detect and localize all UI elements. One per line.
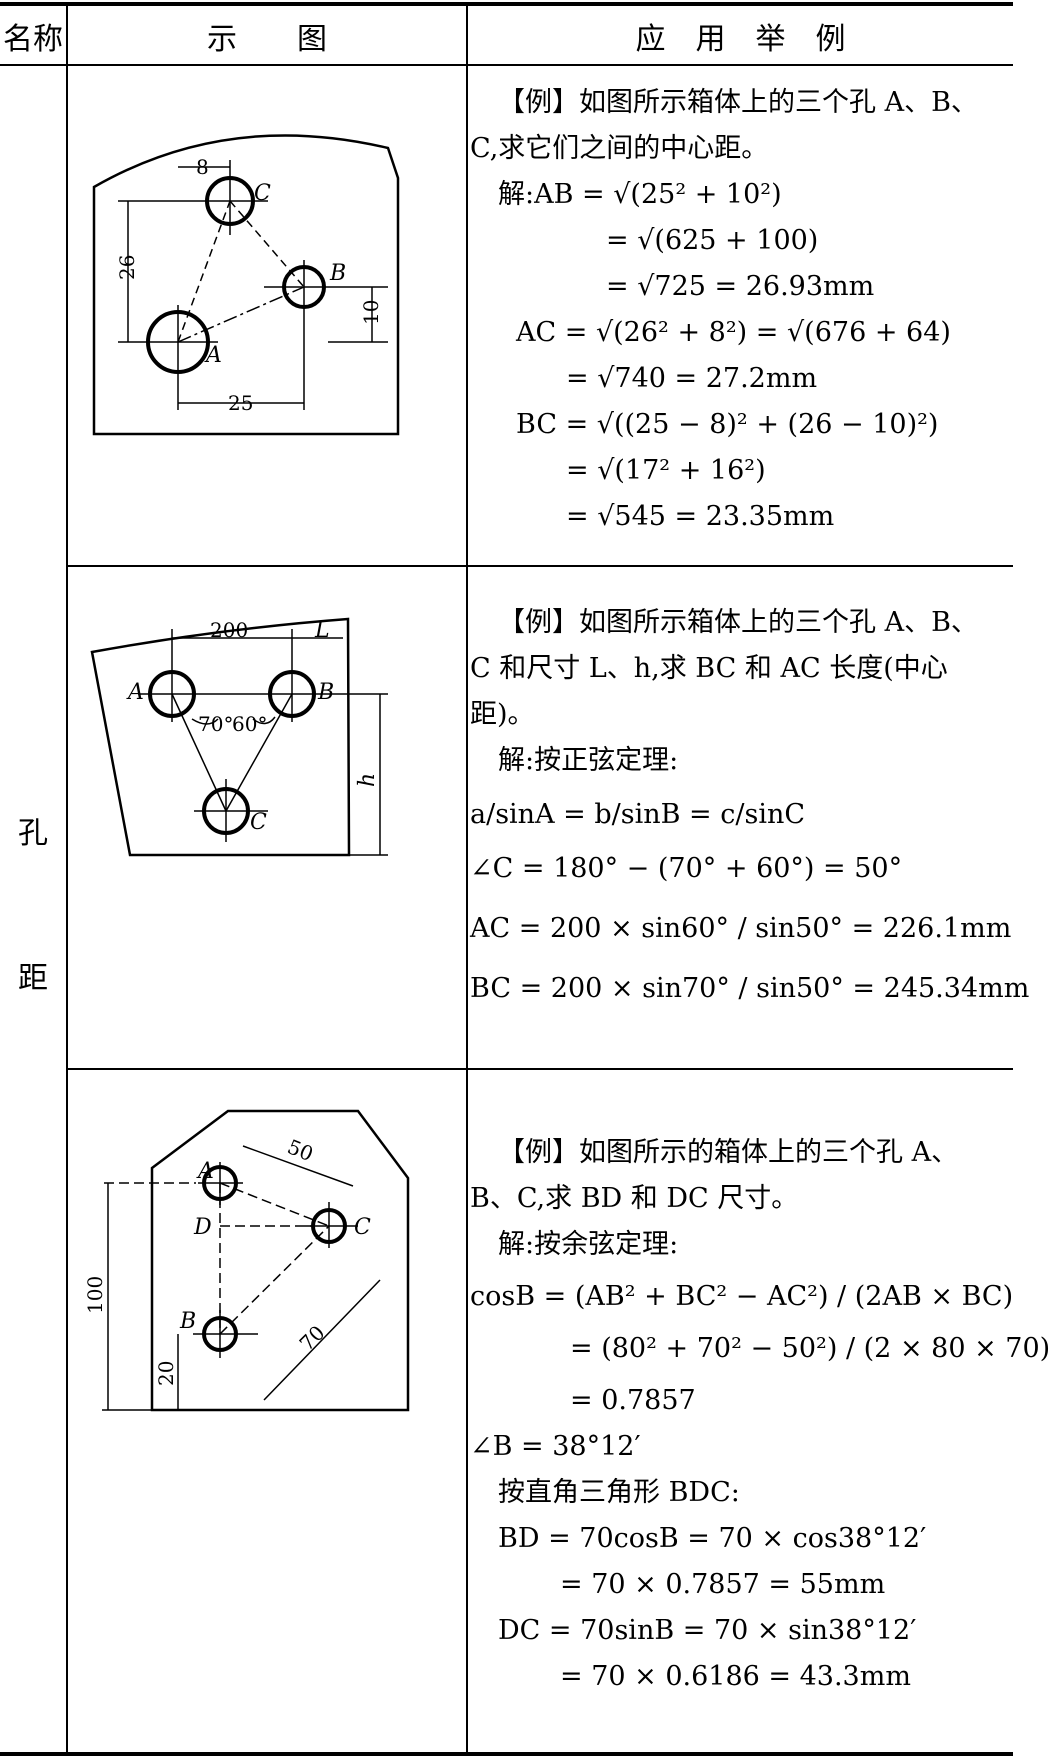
dim-20: 20 (154, 1361, 178, 1386)
label-d: D (193, 1215, 212, 1240)
row1-line: AC = √(26² + 8²) = √(676 + 64) (516, 317, 951, 348)
label-c: C (250, 810, 267, 835)
dim-h: h (355, 773, 380, 787)
row3-line: ∠B = 38°12′ (470, 1431, 641, 1462)
row1-diagram: C B A 8 25 26 10 (92, 134, 400, 436)
row3-line: = 70 × 0.7857 = 55mm (560, 1569, 886, 1600)
dim-25: 25 (228, 391, 253, 415)
row1-line: 【例】如图所示箱体上的三个孔 A、B、 (498, 87, 978, 118)
row3-line: 解:按余弦定理: (498, 1229, 679, 1260)
label-a: A (126, 680, 144, 705)
dim-200: 200 (210, 618, 248, 642)
angle-70: 70° (198, 712, 233, 736)
housing-outline (90, 617, 351, 857)
dim-50: 50 (284, 1134, 317, 1166)
row1-line: 解:AB = √(25² + 10²) (498, 179, 782, 210)
label-a: A (196, 1159, 214, 1184)
row3-line: B、C,求 BD 和 DC 尺寸。 (470, 1183, 799, 1214)
row1-rule (66, 565, 1013, 567)
dim-100: 100 (83, 1276, 107, 1314)
row1-line: BC = √((25 − 8)² + (26 − 10)²) (516, 409, 939, 440)
row3-line: = (80² + 70² − 50²) / (2 × 80 × 70) (570, 1333, 1050, 1364)
row3-line: = 70 × 0.6186 = 43.3mm (560, 1661, 911, 1692)
row2-diagram: A B C h L 200 70° 60° (90, 617, 388, 857)
row3-line: cosB = (AB² + BC² − AC²) / (2AB × BC) (470, 1281, 1014, 1312)
label-c: C (254, 181, 271, 206)
label-b: B (179, 1309, 196, 1334)
header-diagram: 示 图 (207, 22, 327, 57)
row3-line: 按直角三角形 BDC: (498, 1477, 740, 1508)
header-example: 应 用 举 例 (635, 22, 846, 57)
row1-line: = √(17² + 16²) (566, 455, 766, 486)
row1-line: C,求它们之间的中心距。 (470, 133, 769, 164)
dim-8: 8 (196, 155, 209, 179)
row3-line: 【例】如图所示的箱体上的三个孔 A、 (498, 1137, 959, 1168)
housing-outline (150, 1109, 410, 1412)
label-b: B (317, 680, 334, 705)
row2-line: C 和尺寸 L、h,求 BC 和 AC 长度(中心 (470, 653, 948, 684)
row3-line: DC = 70sinB = 70 × sin38°12′ (498, 1615, 917, 1646)
housing-outline (92, 134, 400, 436)
dim-70: 70 (295, 1321, 330, 1356)
row2-line: 距)。 (470, 699, 535, 730)
label-b: B (329, 261, 346, 286)
label-a: A (204, 343, 222, 368)
row2-line: AC = 200 × sin60° / sin50° = 226.1mm (470, 913, 1012, 944)
dim-26: 26 (115, 255, 139, 280)
top-rule (0, 2, 1013, 6)
row1-line: = √(625 + 100) (606, 225, 819, 256)
row2-line: 【例】如图所示箱体上的三个孔 A、B、 (498, 607, 978, 638)
row2-line: a/sinA = b/sinB = c/sinC (470, 799, 806, 830)
dim-l: L (314, 618, 330, 643)
header-name: 名称 (3, 22, 63, 57)
col-rule-1 (66, 6, 68, 1754)
row2-line: 解:按正弦定理: (498, 745, 679, 776)
header-rule (0, 64, 1013, 66)
row2-line: ∠C = 180° − (70° + 60°) = 50° (470, 853, 903, 884)
row2-line: BC = 200 × sin70° / sin50° = 245.34mm (470, 973, 1030, 1004)
angle-60: 60° (232, 712, 267, 736)
row1-line: = √725 = 26.93mm (606, 271, 875, 302)
row1-text: 【例】如图所示箱体上的三个孔 A、B、 C,求它们之间的中心距。 解:AB = … (470, 80, 1010, 540)
dim-10: 10 (359, 300, 383, 325)
label-c: C (354, 1215, 371, 1240)
col-rule-2 (466, 6, 468, 1754)
row3-line: BD = 70cosB = 70 × cos38°12′ (498, 1523, 927, 1554)
row1-line: = √545 = 23.35mm (566, 501, 835, 532)
row3-diagram: A C D B 50 70 100 20 (83, 1109, 410, 1412)
row3-line: = 0.7857 (570, 1385, 696, 1416)
name-char-1: 孔 (18, 816, 48, 851)
row1-line: = √740 = 27.2mm (566, 363, 818, 394)
row3-text: 【例】如图所示的箱体上的三个孔 A、 B、C,求 BD 和 DC 尺寸。 解:按… (470, 1130, 1050, 1700)
row2-text: 【例】如图所示箱体上的三个孔 A、B、 C 和尺寸 L、h,求 BC 和 AC … (470, 600, 1030, 1012)
row2-rule (66, 1068, 1013, 1070)
name-char-2: 距 (18, 961, 48, 996)
bottom-rule (0, 1752, 1013, 1756)
